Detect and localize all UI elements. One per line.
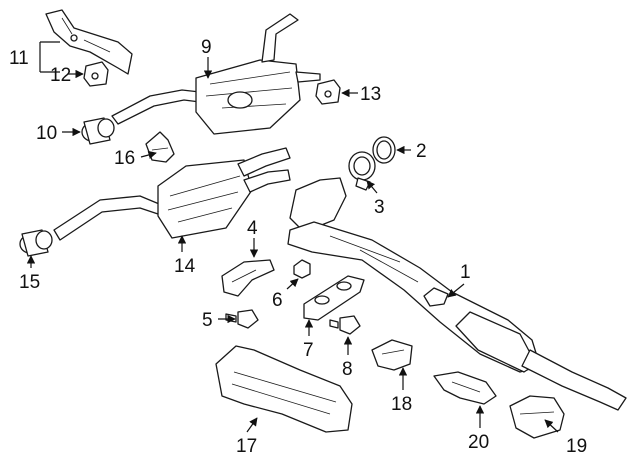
arrow-19	[544, 419, 559, 433]
callout-12: 12	[50, 65, 71, 86]
part-17-heat-shield	[215, 345, 353, 433]
callout-2: 2	[416, 141, 427, 162]
part-7-gasket	[303, 275, 365, 321]
callout-6: 6	[272, 290, 283, 311]
part-15-clamp	[19, 229, 53, 257]
callout-7: 7	[303, 340, 314, 361]
part-14-muffler	[53, 147, 291, 241]
callout-labels: 1 2 3 4 5 6 7 8 9 10 11 12 13 14 15 16 1…	[9, 37, 587, 457]
callout-18: 18	[391, 394, 412, 415]
arrow-1	[447, 283, 465, 298]
part-18-bracket	[371, 339, 413, 371]
part-9-muffler	[111, 13, 321, 135]
callout-17: 17	[236, 436, 257, 457]
part-10-clamp	[81, 117, 115, 145]
part-19-bracket	[509, 395, 565, 439]
callout-3: 3	[374, 197, 385, 218]
callout-10: 10	[36, 123, 57, 144]
callout-11: 11	[9, 48, 29, 69]
callout-15: 15	[19, 272, 40, 293]
callout-8: 8	[342, 359, 353, 380]
part-2-gasket	[372, 136, 396, 164]
arrow-17	[246, 417, 258, 433]
callout-19: 19	[566, 436, 587, 457]
part-11-bracket	[45, 9, 133, 75]
part-4-heat-shield	[221, 259, 275, 297]
callout-20: 20	[468, 432, 489, 453]
callout-1: 1	[460, 262, 471, 283]
arrow-16	[140, 150, 157, 160]
part-8-bolt	[329, 315, 361, 335]
part-3-clamp	[348, 151, 376, 191]
part-20-bracket	[433, 371, 497, 405]
part-6-nut	[293, 259, 311, 279]
part-12-hanger	[83, 61, 109, 87]
callout-14: 14	[174, 256, 196, 277]
arrow-6	[286, 278, 299, 290]
callout-13: 13	[360, 84, 381, 105]
callout-16: 16	[114, 148, 135, 169]
callout-9: 9	[201, 37, 212, 58]
part-16-bracket	[145, 131, 175, 163]
bracket-11-12	[39, 41, 60, 73]
part-1-converter	[287, 177, 627, 411]
callout-5: 5	[202, 310, 213, 331]
arrow-3	[366, 180, 378, 194]
leader-lines	[26, 41, 559, 433]
callout-4: 4	[247, 218, 258, 239]
part-13-hanger	[315, 79, 341, 105]
